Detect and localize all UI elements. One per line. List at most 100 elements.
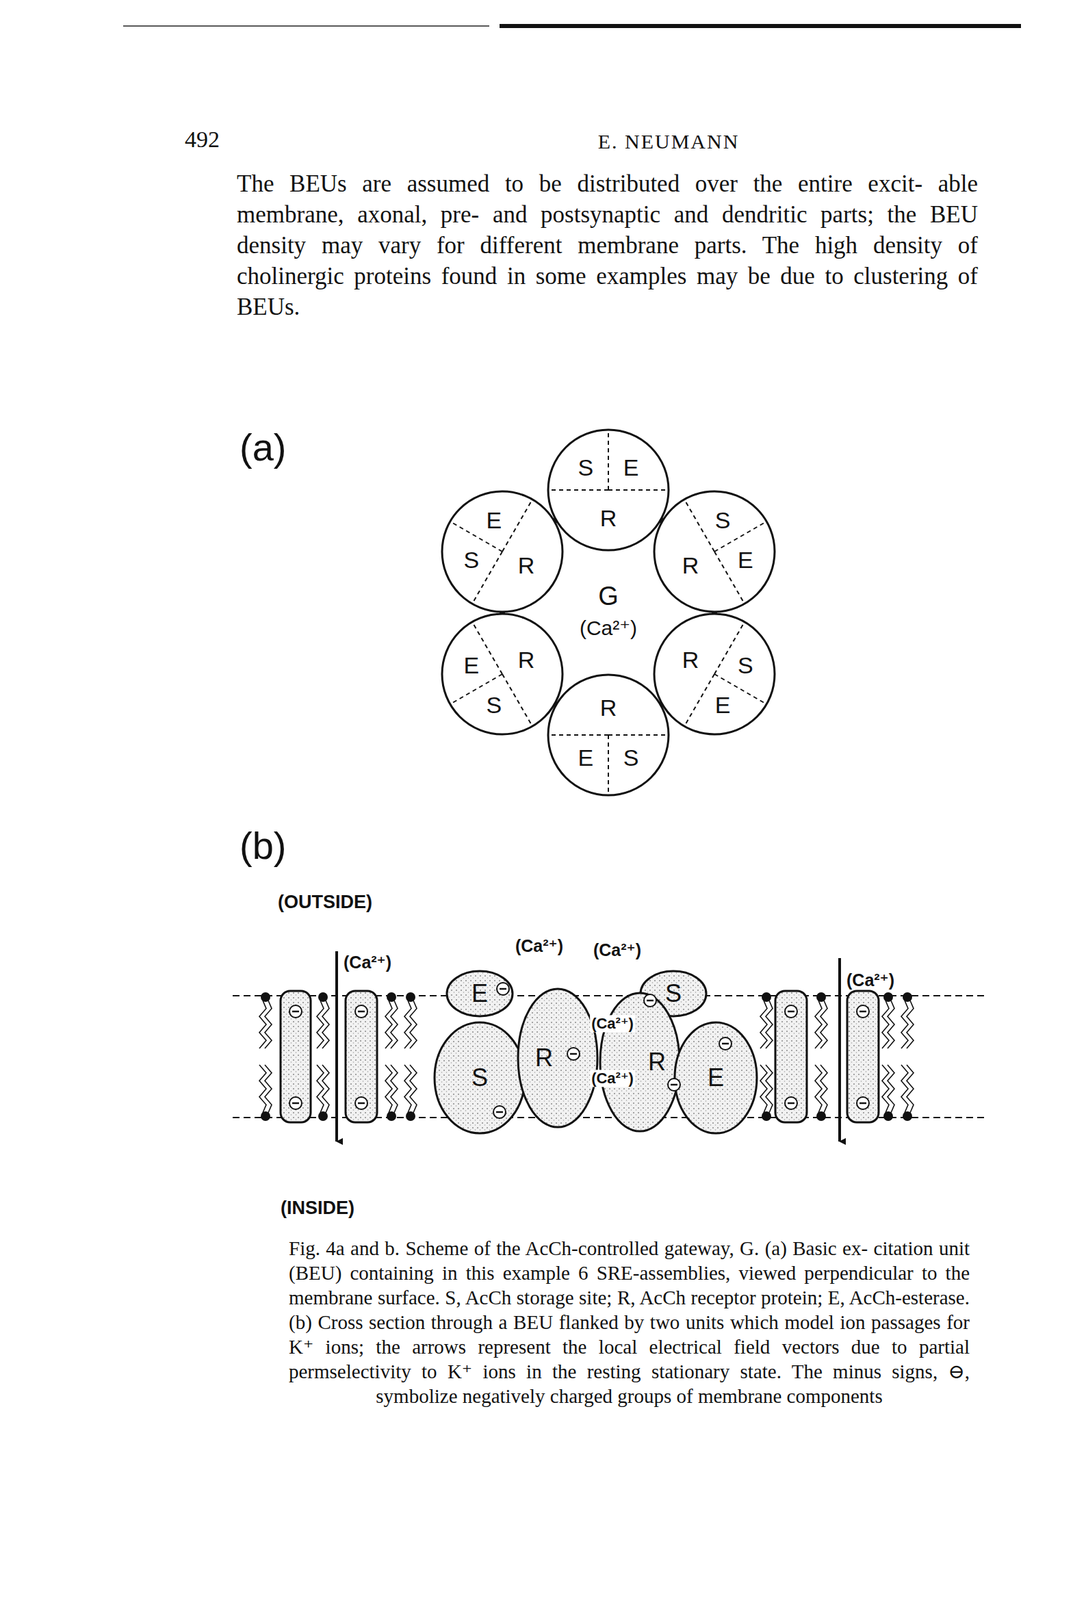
lipid-head [318, 1111, 328, 1121]
sre-assembly-circle: RSE [652, 612, 777, 736]
minus-sign [289, 1096, 302, 1110]
blob-outline [674, 1022, 757, 1134]
lipid-tail [882, 1000, 889, 1049]
site-letter: R [682, 648, 700, 672]
site-letter: S [715, 508, 731, 532]
minus-sign [784, 1005, 798, 1018]
blob-outline [600, 992, 680, 1132]
lipid-head [761, 992, 772, 1002]
site-letter: R [518, 648, 536, 672]
lipid-tail [820, 1000, 828, 1049]
protein-letter: R [535, 1045, 553, 1071]
circle-outline [546, 428, 670, 552]
body-paragraph: The BEUs are assumed to be distributed o… [236, 168, 978, 323]
lipid-tail [906, 1000, 914, 1049]
lipid-head [902, 992, 913, 1002]
ion-label: (Ca²⁺) [579, 616, 638, 641]
sector-divider [684, 674, 716, 726]
lipid-tail [390, 1064, 398, 1113]
channel-unit [280, 990, 311, 1123]
panel-label: (b) [239, 823, 287, 868]
site-letter: R [600, 695, 618, 720]
minus-sign [859, 1010, 867, 1013]
minus-sign [670, 1083, 678, 1086]
circle-outline [548, 429, 669, 551]
protein-blob: S [433, 1020, 527, 1135]
lipid-tail [815, 1064, 822, 1113]
minus-sign [721, 1042, 729, 1045]
panel-label: (a) [239, 425, 287, 470]
circle-outline [548, 674, 669, 796]
lipid-tail [259, 1000, 267, 1049]
header-rule-thin [123, 25, 490, 27]
circle-outline [442, 613, 563, 735]
lipid-tail [322, 1064, 330, 1113]
lipid-tail [760, 1000, 768, 1049]
lipid-head [405, 992, 416, 1002]
minus-sign [787, 1102, 795, 1105]
protein-letter: S [665, 981, 682, 1006]
site-letter: S [463, 548, 480, 572]
lipid-tail [404, 1064, 412, 1113]
minus-sign [667, 1078, 681, 1091]
field-vector-arrow [838, 958, 842, 1142]
lipid-tail [390, 1000, 398, 1049]
circle-outline [546, 673, 670, 797]
lipid-head [902, 1111, 913, 1121]
minus-sign [787, 1010, 795, 1013]
site-letter: R [518, 553, 536, 577]
protein-letter: S [471, 1065, 488, 1091]
site-letter: R [682, 553, 700, 577]
site-letter: E [715, 693, 731, 717]
lipid-tail [882, 1064, 889, 1113]
lipid-head [260, 1111, 271, 1121]
ion-label: (Ca²⁺) [343, 952, 392, 973]
lipid-head [816, 1111, 826, 1121]
protein-letter: R [648, 1049, 666, 1075]
protein-blob: E [445, 969, 514, 1018]
lipid-tail [385, 1064, 393, 1113]
site-letter: S [486, 693, 503, 717]
ion-label: (Ca²⁺) [515, 936, 564, 956]
minus-sign [292, 1010, 300, 1013]
lipid-tail [901, 1000, 909, 1049]
site-letter: E [623, 455, 640, 480]
blob-outline [446, 971, 513, 1017]
lipid-tail [887, 1000, 895, 1049]
ion-label: (Ca²⁺) [589, 1069, 636, 1087]
protein-blob: E [673, 1020, 759, 1135]
minus-sign [357, 1102, 365, 1105]
circle-outline [440, 489, 564, 614]
protein-letter: E [707, 1065, 724, 1091]
minus-sign [646, 999, 654, 1002]
minus-sign [570, 1053, 577, 1056]
lipid-tail [259, 1064, 267, 1113]
minus-sign [496, 1111, 503, 1114]
lipid-tail [765, 1000, 773, 1049]
minus-sign [357, 1010, 365, 1013]
header-rule-thick [499, 23, 1021, 29]
minus-sign [567, 1047, 580, 1060]
lipid-head [318, 992, 328, 1002]
sector-divider [684, 499, 716, 551]
lipid-tail [316, 1064, 324, 1113]
minus-sign [719, 1037, 732, 1050]
ion-label: (Ca²⁺) [589, 1014, 636, 1032]
site-letter: E [578, 745, 594, 770]
lipid-head [816, 992, 826, 1002]
lipid-tail [760, 1064, 768, 1113]
protein-blob: R [516, 987, 599, 1129]
channel-unit [345, 990, 378, 1123]
minus-sign [784, 1096, 798, 1110]
lipid-tail [404, 1000, 412, 1049]
site-letter: R [600, 506, 618, 530]
protein-blob: R [598, 991, 681, 1133]
blob-outline [434, 1022, 525, 1134]
site-letter: S [623, 745, 640, 770]
minus-sign [499, 988, 507, 991]
blob-outline [598, 991, 681, 1133]
site-letter: E [486, 508, 503, 532]
ion-label: (Ca²⁺) [593, 940, 642, 961]
sector-divider [607, 734, 610, 795]
lipid-head [883, 992, 894, 1002]
